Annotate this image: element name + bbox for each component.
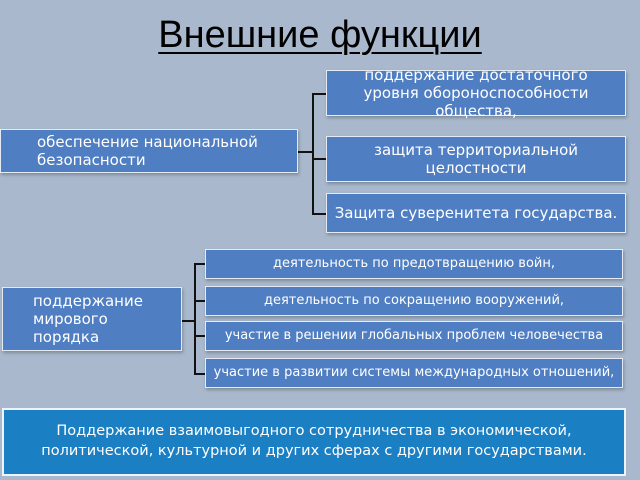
connector — [312, 93, 326, 95]
sovereignty-label: Защита суверенитета государства. — [334, 204, 618, 222]
war-prevention-box: деятельность по предотвращению войн, — [205, 249, 623, 279]
global-problems-label: участие в решении глобальных проблем чел… — [224, 328, 604, 344]
cooperation-banner: Поддержание взаимовыгодного сотрудничест… — [2, 408, 626, 476]
connector — [312, 158, 326, 160]
connector — [312, 213, 326, 215]
global-problems-box: участие в решении глобальных проблем чел… — [205, 321, 623, 351]
connector — [194, 263, 205, 265]
international-relations-label: участие в развитии системы международных… — [213, 365, 615, 381]
connector — [182, 320, 194, 322]
national-security-box: обеспечение национальной безопасности — [0, 129, 298, 173]
arms-reduction-box: деятельность по сокращению вооружений, — [205, 286, 623, 316]
international-relations-box: участие в развитии системы международных… — [205, 358, 623, 388]
connector — [194, 373, 205, 375]
war-prevention-label: деятельность по предотвращению войн, — [272, 256, 555, 272]
world-order-label: поддержание мирового порядка — [33, 292, 143, 346]
connector — [194, 335, 205, 337]
territorial-integrity-label: защита территориальной целостности — [373, 141, 579, 177]
connector — [312, 93, 314, 215]
defense-capability-box: поддержание достаточного уровня оборонос… — [326, 66, 626, 120]
connector — [298, 151, 312, 153]
national-security-label: обеспечение национальной безопасности — [37, 133, 258, 169]
world-order-box: поддержание мирового порядка — [2, 287, 182, 351]
page-title: Внешние функции — [158, 14, 482, 56]
connector — [194, 263, 196, 375]
territorial-integrity-box: защита территориальной целостности — [326, 136, 626, 182]
arms-reduction-label: деятельность по сокращению вооружений, — [263, 293, 565, 309]
cooperation-label: Поддержание взаимовыгодного сотрудничест… — [41, 423, 587, 459]
defense-capability-label: поддержание достаточного уровня оборонос… — [363, 66, 589, 120]
connector — [194, 300, 205, 302]
sovereignty-box: Защита суверенитета государства. — [326, 193, 626, 233]
